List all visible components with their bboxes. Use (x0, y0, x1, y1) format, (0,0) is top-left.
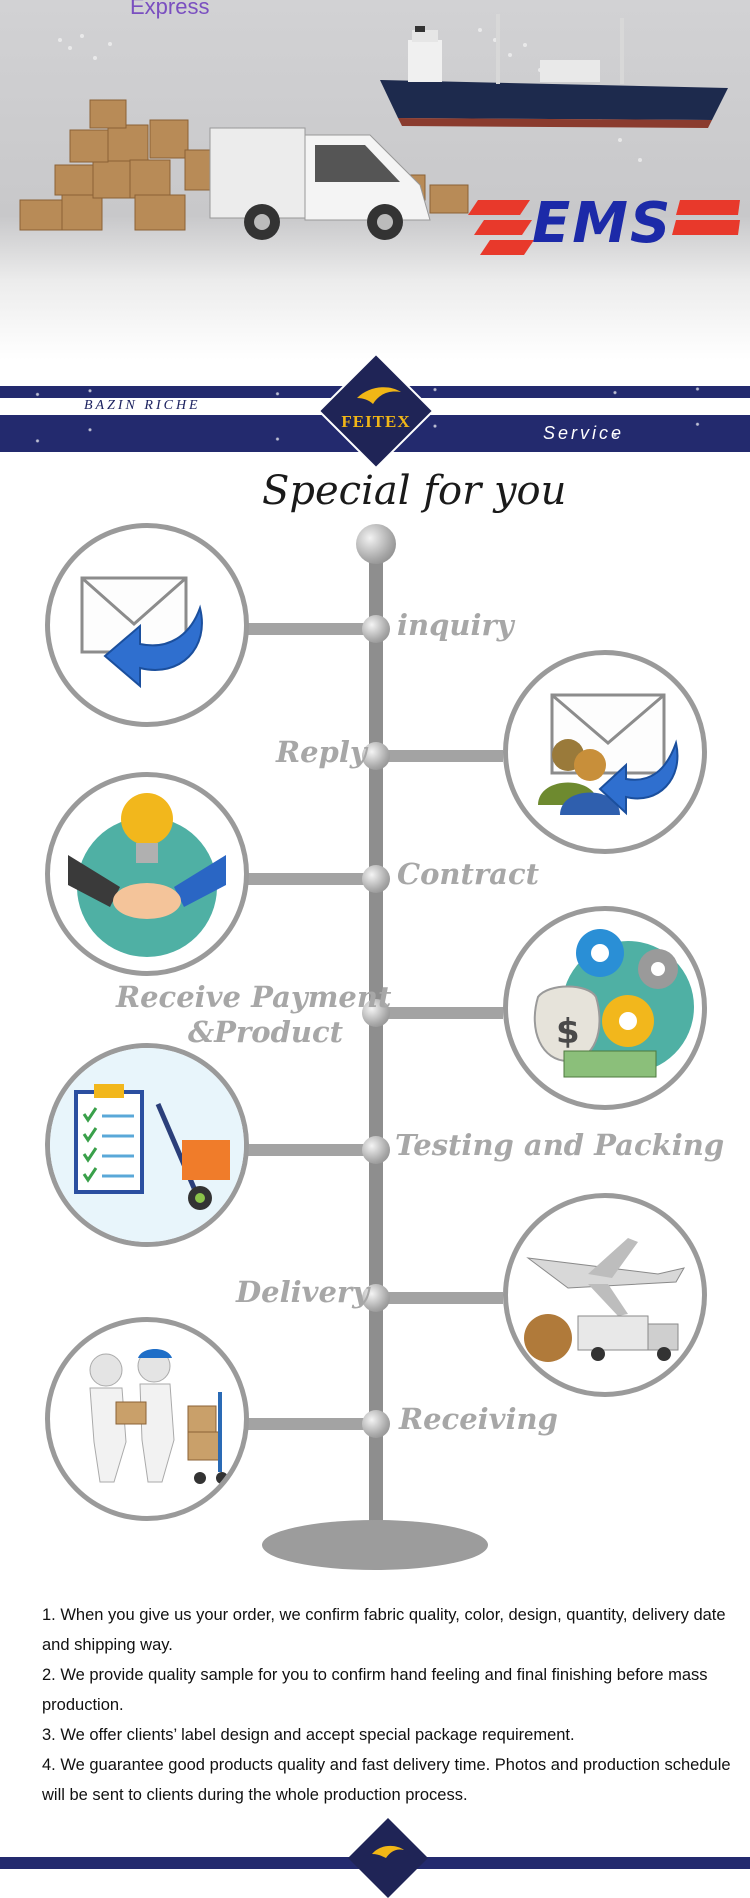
ems-logo-text: EMS (532, 191, 673, 256)
step-label-receiving: Receiving (399, 1402, 558, 1436)
plane-truck-icon (524, 1238, 686, 1362)
note-item: 2. We provide quality sample for you to … (42, 1666, 708, 1714)
courier-handover-icon (89, 1349, 228, 1484)
logo-text: FEITEX (341, 412, 411, 431)
step-joint (362, 742, 390, 770)
step-arm (245, 1144, 369, 1156)
step-arm (245, 873, 369, 885)
step-joint (362, 615, 390, 643)
step-joint (362, 1284, 390, 1312)
step-circle-receiving (45, 1317, 249, 1521)
pole-base (262, 1520, 488, 1570)
bottom-logo (348, 1818, 428, 1898)
step-label-delivery: Delivery (236, 1275, 370, 1309)
step-joint (362, 1136, 390, 1164)
feitex-logo (317, 352, 435, 470)
step-arm (383, 1007, 503, 1019)
note-item: 4. We guarantee good products quality an… (42, 1756, 731, 1804)
step-label-contract: Contract (397, 857, 540, 891)
bird-icon (357, 387, 401, 404)
step-arm (383, 750, 503, 762)
step-joint (362, 1410, 390, 1438)
step-arm (383, 1292, 503, 1304)
delivery-van-icon (209, 127, 431, 240)
step-joint (362, 999, 390, 1027)
handshake-icon (68, 793, 226, 957)
timeline-pole (369, 540, 383, 1525)
step-circle-delivery (503, 1193, 707, 1397)
step-label-payment-line1: Receive Payment (116, 980, 392, 1014)
special-title: Special for you (262, 468, 567, 514)
express-label: Express (130, 0, 210, 19)
step-circle-inquiry (45, 523, 249, 727)
envelope-reply-icon (80, 576, 203, 689)
brand-left-text: BAZIN RICHE (84, 398, 201, 413)
cargo-ship-icon (380, 14, 728, 128)
step-arm (245, 623, 369, 635)
step-arm (245, 1418, 369, 1430)
shipping-illustration (19, 14, 740, 255)
notes-list: 1. When you give us your order, we confi… (42, 1600, 732, 1810)
step-label-testing: Testing and Packing (395, 1128, 725, 1162)
step-label-payment-line2: &Product (188, 1015, 344, 1049)
ems-logo (468, 200, 740, 255)
money-gears-icon: $ (533, 929, 694, 1078)
note-item: 1. When you give us your order, we confi… (42, 1606, 726, 1654)
step-label-reply: Reply (276, 735, 367, 769)
pole-top-knob (356, 524, 396, 564)
step-circle-testing (45, 1043, 249, 1247)
brand-right-text: Service (543, 423, 625, 443)
svg-text:$: $ (556, 1012, 580, 1052)
step-circle-reply (503, 650, 707, 854)
hero-banner: Express EMS (0, 0, 750, 360)
step-joint (362, 865, 390, 893)
step-label-inquiry: inquiry (397, 608, 514, 642)
step-circle-contract (45, 772, 249, 976)
envelope-users-icon (538, 693, 679, 816)
checklist-trolley-icon (50, 1048, 244, 1242)
step-circle-payment: $ (503, 906, 707, 1110)
note-item: 3. We offer clients’ label design and ac… (42, 1726, 575, 1744)
